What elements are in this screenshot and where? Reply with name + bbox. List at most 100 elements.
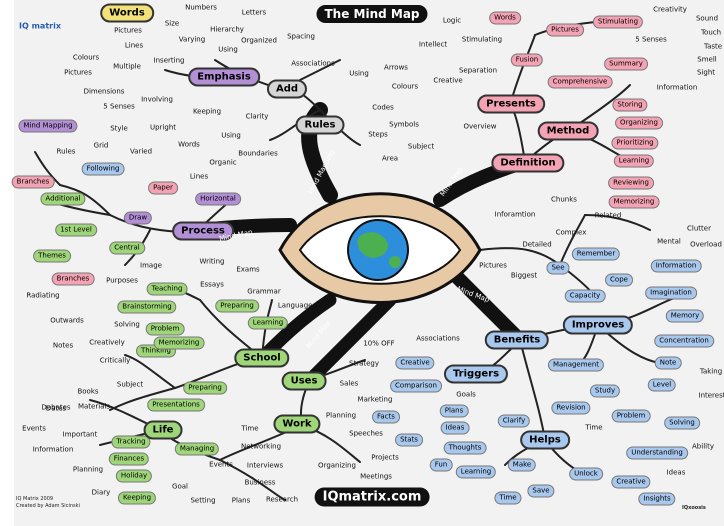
node-setting: Setting <box>190 496 216 505</box>
node-projects: Projects <box>371 453 399 462</box>
node-5-senses: 5 Senses <box>103 102 135 111</box>
node-events: Events <box>209 460 233 469</box>
node-remember: Remember <box>571 247 621 261</box>
node-pictures: Pictures <box>64 68 92 77</box>
node-information: Information <box>650 259 702 273</box>
node-related: Related <box>594 211 622 220</box>
node-creative: Creative <box>395 356 435 370</box>
branch-helps: Helps <box>520 430 570 450</box>
node-preparing: Preparing <box>215 299 259 313</box>
node-problem: Problem <box>611 409 651 423</box>
node-plans: Plans <box>439 404 469 418</box>
branch-benefits-line <box>443 263 527 347</box>
node-grid: Grid <box>93 141 109 150</box>
node-intellect: Intellect <box>418 40 448 49</box>
node-memory: Memory <box>665 309 705 323</box>
node-overload: Overload <box>690 240 722 249</box>
node-words: Words <box>489 11 521 25</box>
node-speeches: Speeches <box>349 429 383 438</box>
branch-emphasis: Emphasis <box>188 67 260 87</box>
map-title: The Mind Map <box>316 5 428 23</box>
node-level: Level <box>647 378 677 392</box>
node-inserting: Inserting <box>153 56 185 65</box>
node-facts: Facts <box>372 410 400 424</box>
node-involving: Involving <box>141 95 173 104</box>
node-pictures: Pictures <box>546 23 584 37</box>
node-memorizing: Memorizing <box>608 195 660 209</box>
node-understanding: Understanding <box>626 446 688 460</box>
node-save: Save <box>527 484 555 498</box>
node-learning: Learning <box>613 154 655 168</box>
node-teaching: Teaching <box>146 282 188 296</box>
node-comparison: Comparison <box>390 379 442 393</box>
node-associations: Associations <box>416 334 460 343</box>
node-tracking: Tracking <box>111 435 151 449</box>
node-detailed: Detailed <box>522 240 552 249</box>
node-sight: Sight <box>696 68 716 77</box>
node-books: Books <box>77 387 99 396</box>
node-preparing: Preparing <box>183 381 227 395</box>
node-important: Important <box>62 430 98 439</box>
node-10-off: 10% OFF <box>363 339 395 348</box>
node-managing: Managing <box>174 442 220 456</box>
node-exams: Exams <box>236 265 260 274</box>
node-themes: Themes <box>33 249 71 263</box>
node-marketing: Marketing <box>357 395 393 404</box>
node-taking: Taking <box>699 367 723 376</box>
branch-definition: Definition <box>491 153 565 173</box>
node-5-senses: 5 Senses <box>635 35 667 44</box>
node-materials: Materials <box>77 402 111 411</box>
node-time: Time <box>241 424 259 433</box>
node-insights: Insights <box>638 492 676 506</box>
node-boundaries: Boundaries <box>238 149 278 158</box>
node-creativity: Creativity <box>653 5 687 14</box>
node-capacity: Capacity <box>564 289 606 303</box>
node-letters: Letters <box>241 8 267 17</box>
node-information: Information <box>32 445 74 454</box>
node-image: Image <box>140 261 162 270</box>
node-sales: Sales <box>339 379 359 388</box>
credit-line-2: Created by Adam Sicinski <box>16 503 80 509</box>
node-learning: Learning <box>455 465 497 479</box>
iq-matrix-logo: IQ matrix <box>19 21 61 31</box>
branch-process: Process <box>172 221 234 241</box>
node-organic: Organic <box>209 158 237 167</box>
node-networking: Networking <box>240 442 282 451</box>
node-taste: Taste <box>703 42 723 51</box>
node-ideas: Ideas <box>440 421 470 435</box>
node-memorizing: Memorizing <box>153 336 205 350</box>
node-dates: Dates <box>45 404 67 413</box>
node-diary: Diary <box>91 488 111 497</box>
footer-brand: IQmatrix.com <box>314 487 430 507</box>
node-comprehensive: Comprehensive <box>547 75 613 89</box>
node-organizing: Organizing <box>318 461 356 470</box>
node-multiple: Multiple <box>113 62 141 71</box>
node-cope: Cope <box>605 273 633 287</box>
node-planning: Planning <box>325 411 357 420</box>
node-draw: Draw <box>123 211 153 225</box>
node-notes: Notes <box>52 341 74 350</box>
node-solving: Solving <box>114 320 140 329</box>
node-dimensions: Dimensions <box>83 87 125 96</box>
branch-improves: Improves <box>562 315 634 335</box>
node-storing: Storing <box>612 98 648 112</box>
node-time: Time <box>585 423 603 432</box>
branch-presents: Presents <box>477 94 545 114</box>
node-rules: Rules <box>56 147 76 156</box>
node-hierarchy: Hierarchy <box>210 25 244 34</box>
branch-words: Words <box>100 3 154 23</box>
node-summary: Summary <box>604 57 648 71</box>
node-creative: Creative <box>433 76 463 85</box>
node-style: Style <box>110 124 128 133</box>
node-inforamtion: Inforamtion <box>494 210 536 219</box>
node-management: Management <box>547 358 605 372</box>
node-sound: Sound <box>695 14 719 23</box>
node-varying: Varying <box>178 35 206 44</box>
node-radiating: Radiating <box>26 291 60 300</box>
node-using: Using <box>221 131 241 140</box>
node-debates: Debates <box>41 403 71 412</box>
node-using: Using <box>218 45 238 54</box>
node-using: Using <box>349 69 369 78</box>
